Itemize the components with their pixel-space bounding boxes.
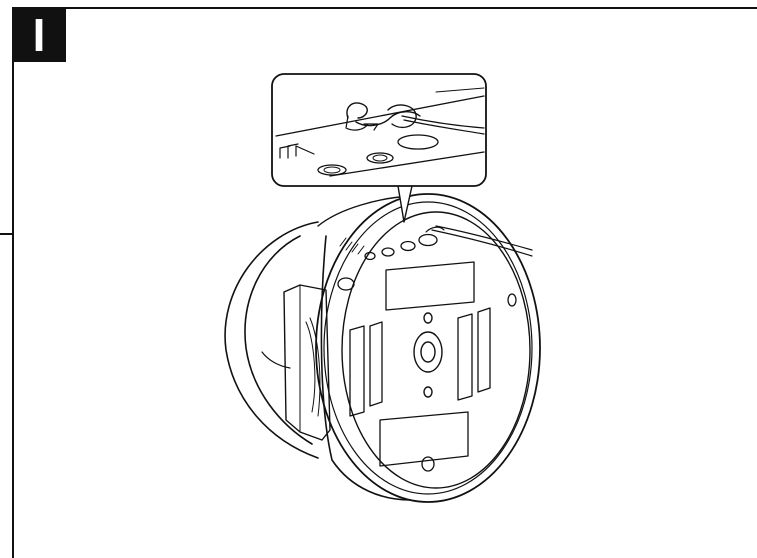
callout-detail (271, 73, 487, 187)
dome-cover (224, 221, 319, 459)
step-label: I (32, 8, 46, 61)
step-badge: I (12, 7, 66, 62)
safety-wire (425, 225, 533, 257)
rectangular-pads (379, 261, 475, 467)
center-mount (413, 312, 443, 398)
callout-pointer (397, 185, 413, 223)
frame-top-rule (12, 7, 757, 9)
margin-tick (0, 233, 12, 235)
top-screw-holes (339, 233, 438, 261)
side-bracket (283, 284, 331, 441)
edge-holes (337, 277, 517, 472)
base-plate (315, 193, 541, 503)
mounting-slots (349, 307, 491, 417)
frame-left-rule (12, 7, 14, 558)
